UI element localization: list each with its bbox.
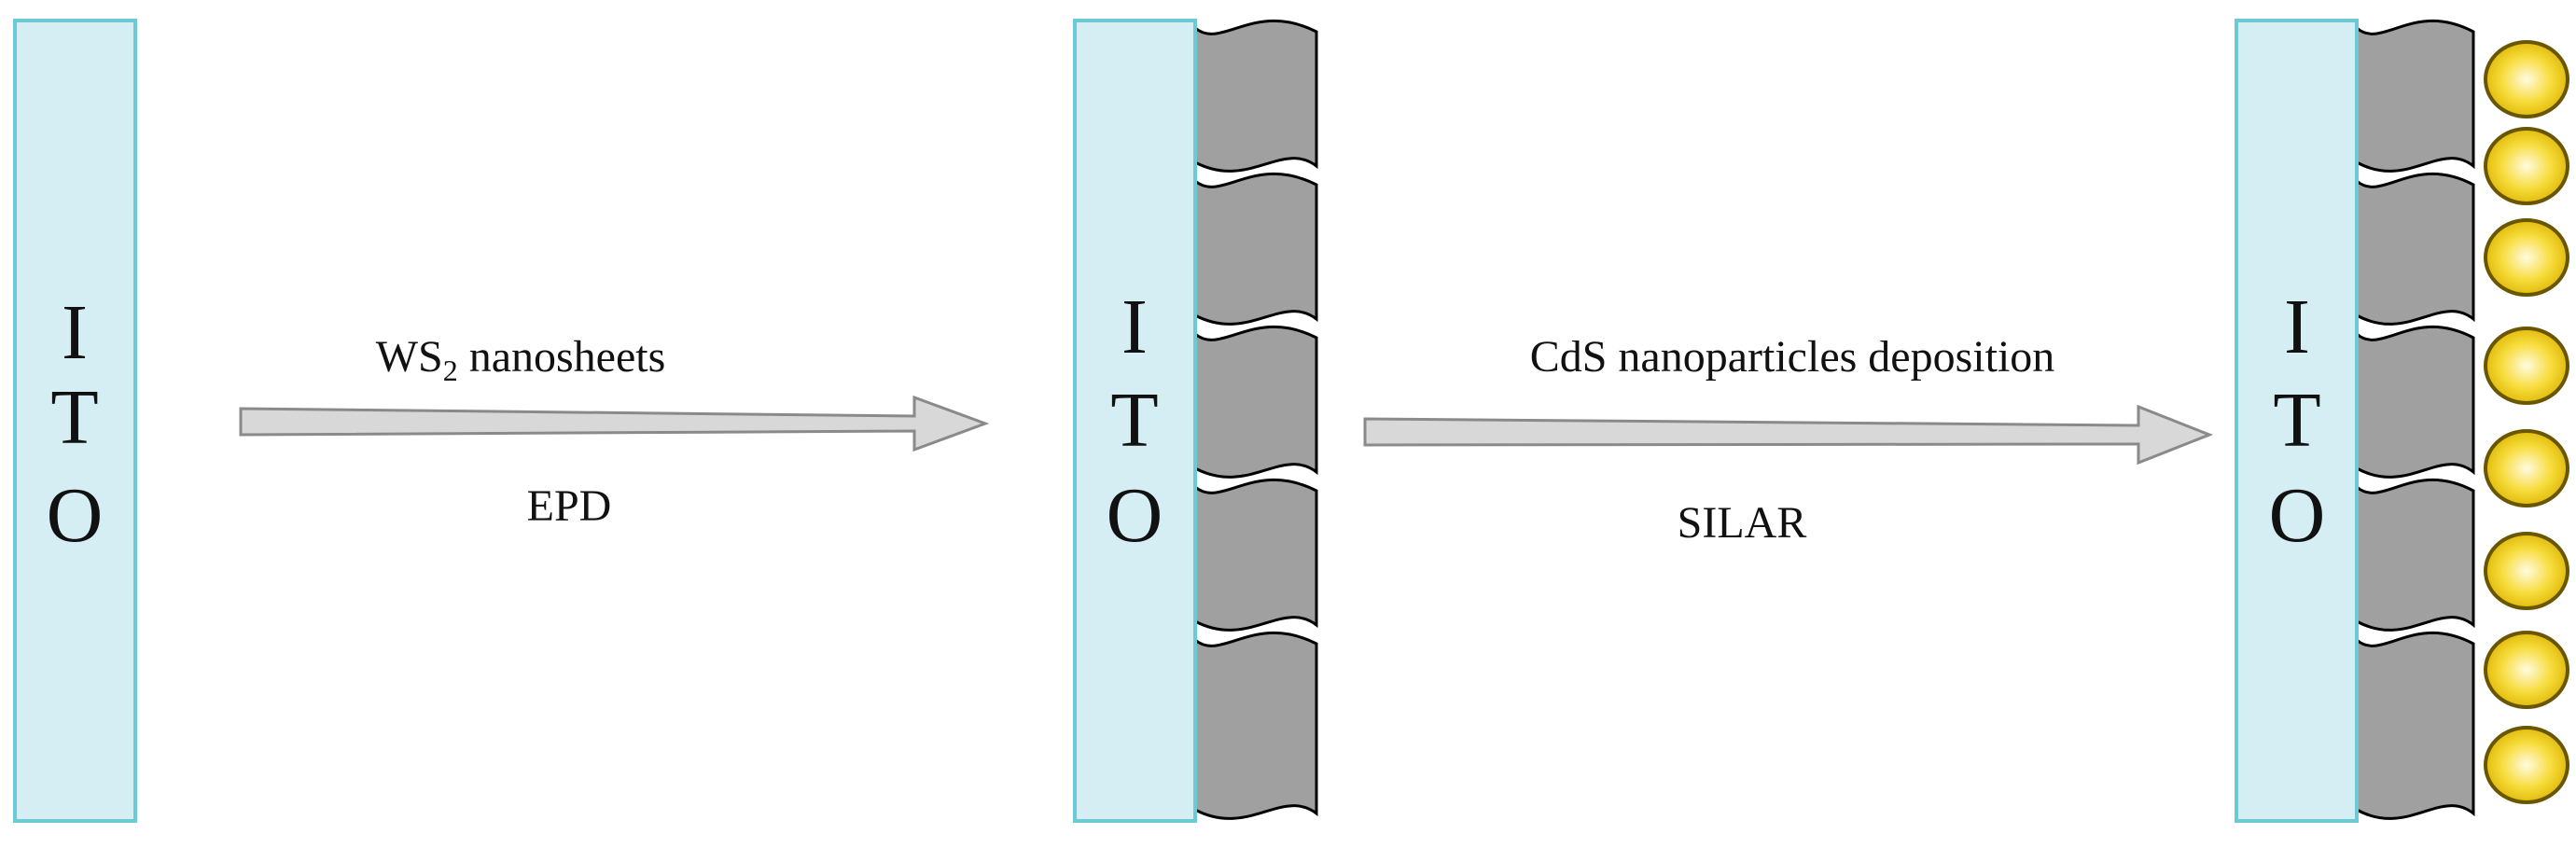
cds-nanoparticle-5 (2484, 429, 2569, 507)
step-2-top-label: CdS nanoparticles deposition (1530, 332, 2055, 382)
ito-substrate-3: I T O (2235, 19, 2569, 823)
ito-substrate-1-plate (13, 19, 137, 823)
ito-substrate-1-letter-o: O (47, 472, 104, 559)
substrate-3-nanosheet-4 (2355, 479, 2475, 632)
ito-substrate-3-plate (2235, 19, 2359, 823)
ito-substrate-3-letter-o: O (2269, 472, 2326, 559)
cds-nanoparticle-8 (2484, 726, 2569, 804)
cds-nanoparticle-6 (2484, 532, 2569, 610)
substrate-2-nanosheet-3 (1193, 326, 1318, 479)
cds-nanoparticle-3 (2484, 218, 2569, 297)
substrate-3-nanosheet-5 (2355, 632, 2475, 820)
cds-nanoparticle-2 (2484, 127, 2569, 205)
cds-nanoparticle-1 (2484, 40, 2569, 118)
substrate-2-nanosheet-4 (1193, 479, 1318, 632)
ito-substrate-3-letter-t: T (2273, 377, 2320, 464)
ito-substrate-2: I T O (1073, 19, 1318, 823)
ito-substrate-1: I T O (13, 19, 137, 823)
ws2-nanosheet-layer-2 (1193, 20, 1318, 820)
step-1: WS2 nanosheets EPD (239, 332, 990, 531)
ito-substrate-2-letter-i: I (1121, 284, 1148, 370)
substrate-3-nanosheet-3 (2355, 326, 2475, 479)
substrate-2-nanosheet-5 (1193, 632, 1318, 820)
substrate-3-nanosheet-1 (2355, 20, 2475, 173)
step-2-bottom-label: SILAR (1678, 498, 1807, 548)
cds-nanoparticle-4 (2484, 327, 2569, 405)
ito-substrate-2-letter-o: O (1107, 472, 1163, 559)
substrate-2-nanosheet-2 (1193, 173, 1318, 326)
ito-substrate-2-plate (1073, 19, 1197, 823)
step-1-bottom-label: EPD (527, 481, 612, 531)
ito-substrate-1-letter-i: I (62, 289, 88, 376)
ito-substrate-1-letter-t: T (50, 374, 98, 461)
step-2: CdS nanoparticles deposition SILAR (1363, 332, 2214, 548)
step-1-top-label: WS2 nanosheets (376, 332, 666, 387)
substrate-2-nanosheet-1 (1193, 20, 1318, 173)
cds-nanoparticle-layer (2484, 40, 2569, 804)
substrate-3-nanosheet-2 (2355, 173, 2475, 326)
step-1-arrow (239, 395, 990, 452)
ito-substrate-3-letter-i: I (2284, 284, 2310, 370)
step-2-arrow (1363, 404, 2214, 466)
cds-nanoparticle-7 (2484, 631, 2569, 709)
ws2-nanosheet-layer-3 (2355, 20, 2475, 820)
ito-substrate-2-letter-t: T (1110, 377, 1158, 464)
